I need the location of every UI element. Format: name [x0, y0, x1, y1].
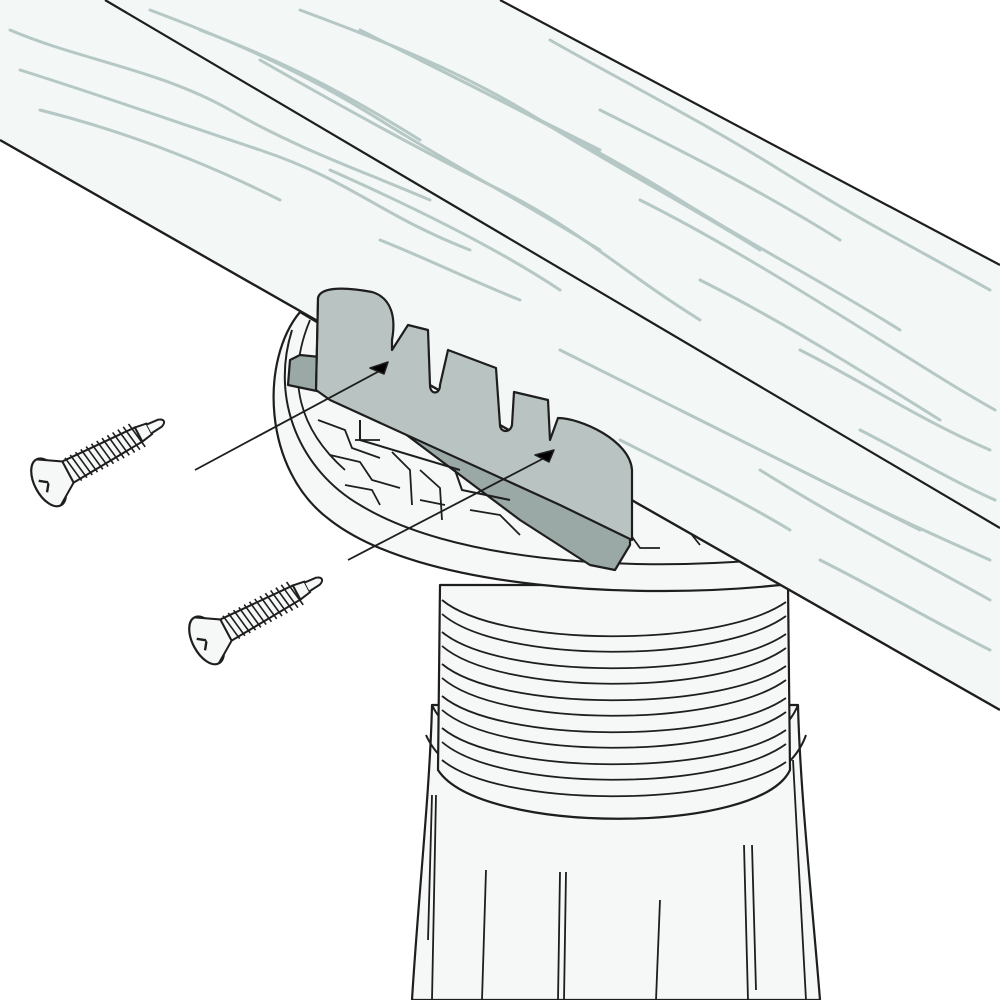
pedestal-thread [436, 583, 792, 820]
screw [30, 418, 166, 508]
clip [194, 287, 634, 572]
screw [188, 576, 324, 666]
